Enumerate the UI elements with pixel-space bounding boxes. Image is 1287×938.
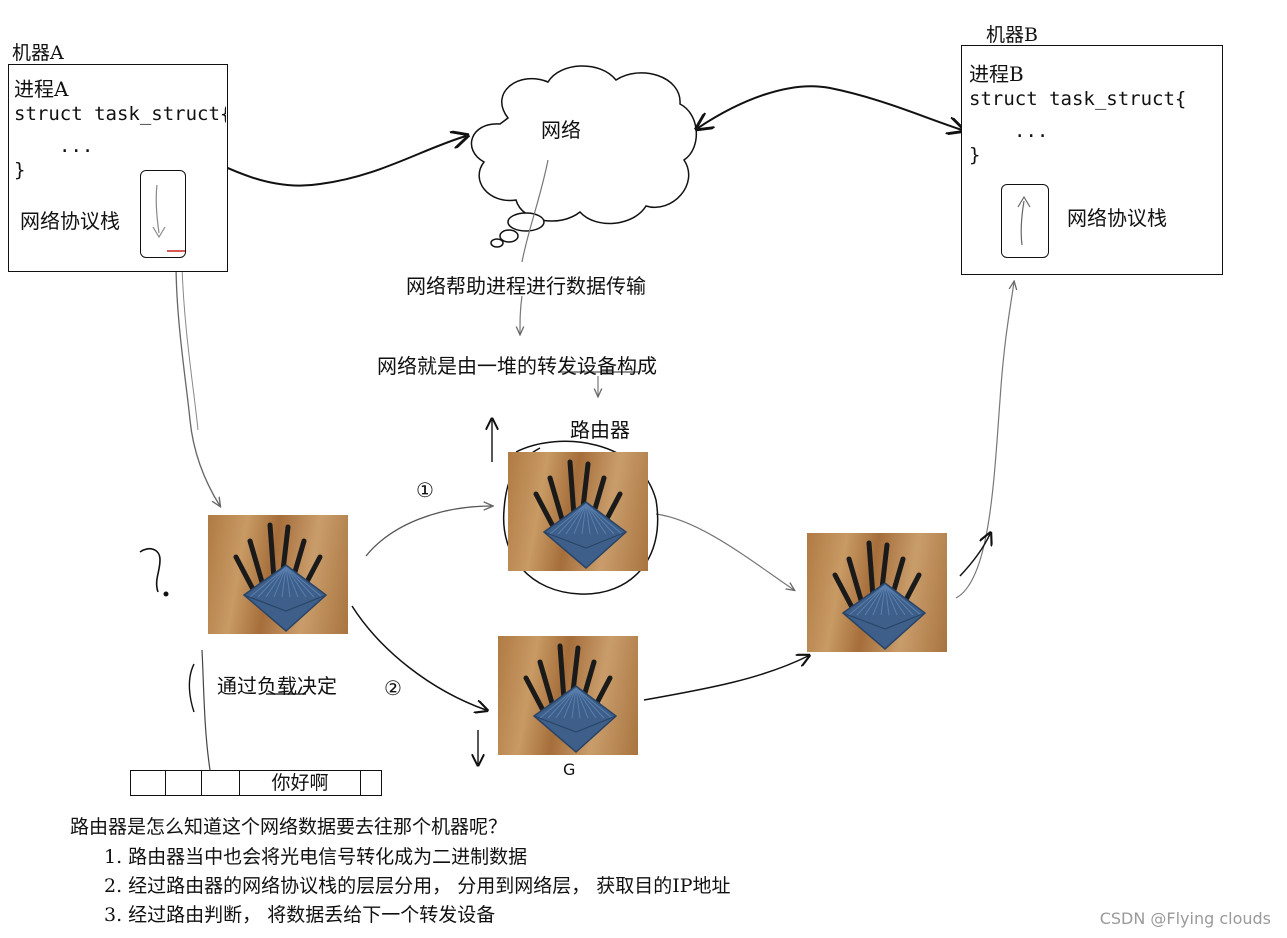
- arrow-machine-a-router: [175, 261, 220, 506]
- note-load: 通过负载决定: [217, 674, 337, 698]
- router-2: [508, 452, 648, 571]
- router-label: 路由器: [570, 418, 630, 442]
- answer-item: 3. 经过路由判断， 将数据丢给下一个转发设备: [104, 904, 496, 926]
- packet-trailer-cell: [360, 770, 382, 796]
- router-1: [208, 515, 348, 634]
- note-composition: 网络就是由一堆的转发设备构成: [377, 354, 657, 378]
- arrow-router2-router4: [655, 513, 794, 590]
- machine-a-code-line1: struct task_struct{: [14, 103, 226, 125]
- packet-header-cell: [130, 770, 166, 796]
- cloud-shape: [470, 65, 698, 248]
- answer-item: 1. 路由器当中也会将光电信号转化成为二进制数据: [104, 846, 528, 868]
- machine-a-code-line3: }: [14, 159, 26, 181]
- machine-a-code-line2: ...: [59, 135, 94, 157]
- arrow-router1-router3: [351, 605, 486, 710]
- arrow-router1-router2: [365, 506, 492, 557]
- cloud-label: 网络: [541, 118, 581, 142]
- path-two-mark: ②: [384, 676, 402, 700]
- machine-b-stack-box: [1001, 184, 1049, 258]
- packet: 你好啊: [130, 770, 382, 796]
- router-icon: [523, 643, 618, 753]
- router-icon: [533, 459, 628, 569]
- machine-a-box: 进程A struct task_struct{ ... } 网络协议栈: [8, 64, 228, 272]
- machine-b-process: 进程B: [969, 62, 1024, 86]
- router-icon: [832, 540, 927, 650]
- arrow-cloud-machine-b: [698, 85, 962, 130]
- machine-a-process: 进程A: [14, 77, 69, 101]
- machine-b-code-line2: ...: [1014, 120, 1049, 142]
- machine-b-code-line1: struct task_struct{: [969, 88, 1187, 110]
- answer-item: 2. 经过路由器的网络协议栈的层层分用， 分用到网络层， 获取目的IP地址: [104, 875, 731, 897]
- arrow-cloud-note: [521, 159, 549, 263]
- arrow-note-composition: [520, 295, 522, 334]
- machine-b-box: 进程B struct task_struct{ ... } 网络协议栈: [961, 45, 1223, 275]
- note-help: 网络帮助进程进行数据传输: [406, 274, 646, 298]
- watermark: CSDN @Flying clouds: [1099, 909, 1271, 928]
- arrow-router3-router4: [643, 656, 808, 701]
- machine-a-title: 机器A: [12, 42, 64, 64]
- machine-b-title: 机器B: [986, 24, 1038, 46]
- answer-list: 1. 路由器当中也会将光电信号转化成为二进制数据 2. 经过路由器的网络协议栈的…: [104, 842, 731, 929]
- arrow-router4-machine-b: [955, 282, 1014, 599]
- question-title: 路由器是怎么知道这个网络数据要去往那个机器呢？: [70, 816, 508, 838]
- machine-b-stack-label: 网络协议栈: [1067, 206, 1167, 230]
- machine-a-stack-box: [140, 170, 186, 258]
- router-4: [807, 533, 947, 652]
- bottom-router-mark: G: [563, 760, 576, 779]
- router-highlight-circle: [502, 440, 659, 595]
- machine-b-code-line3: }: [969, 144, 981, 166]
- packet-payload: 你好啊: [239, 770, 361, 796]
- path-one-mark: ①: [416, 478, 434, 502]
- packet-header-cell: [165, 770, 202, 796]
- router-3: [498, 636, 638, 755]
- router-icon: [233, 522, 328, 632]
- machine-a-stack-label: 网络协议栈: [20, 209, 120, 233]
- packet-header-cell: [201, 770, 240, 796]
